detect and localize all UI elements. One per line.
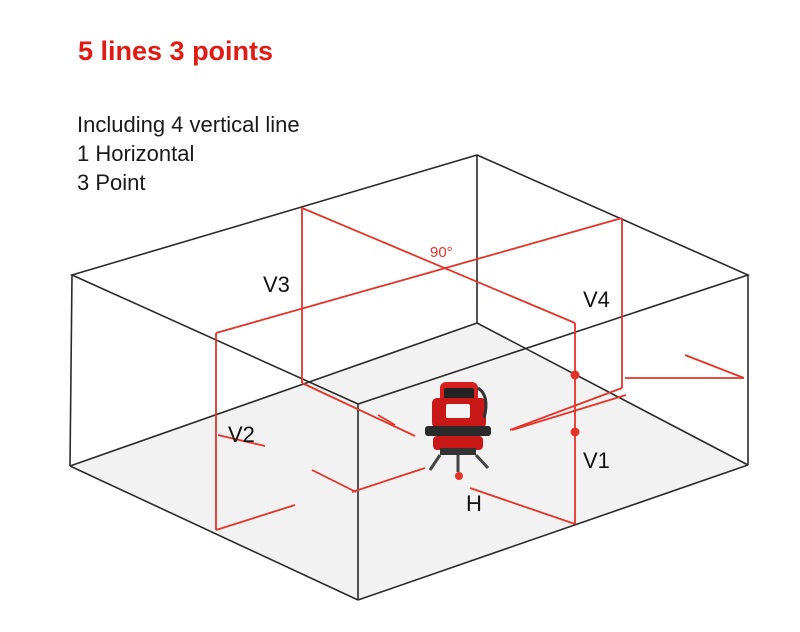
h-line-back [511,394,627,431]
label-v2: V2 [228,422,255,447]
v4-floor-line [509,387,623,431]
laser-point-upper [570,370,580,380]
v3-floor-line [301,382,416,437]
description-line-3: 3 Point [77,170,146,195]
angle-label: 90° [430,244,453,261]
room-box [69,154,751,601]
laser-level-device [425,382,491,472]
description-line-1: Including 4 vertical line [77,112,300,137]
floor [70,323,748,600]
h-line-front-wall [311,469,357,493]
title: 5 lines 3 points [78,36,274,66]
front-floor-line [351,467,426,493]
description: Including 4 vertical line 1 Horizontal 3… [77,110,300,197]
h-line-back-left [377,414,396,426]
v2-floor-line [215,504,296,531]
label-v3: V3 [263,272,290,297]
label-v1: V1 [583,448,610,473]
label-v4: V4 [583,287,610,312]
laser-point-floor [455,472,463,480]
h-line-right-wall [684,354,745,379]
h-line-left [217,434,266,447]
h-floor-line [469,487,576,525]
laser-lines [215,207,745,531]
label-h: H [466,491,482,516]
description-line-2: 1 Horizontal [77,141,195,166]
v4-ceiling-line [215,217,623,334]
v3-ceiling-line [301,207,576,324]
laser-point-lower [570,427,580,437]
